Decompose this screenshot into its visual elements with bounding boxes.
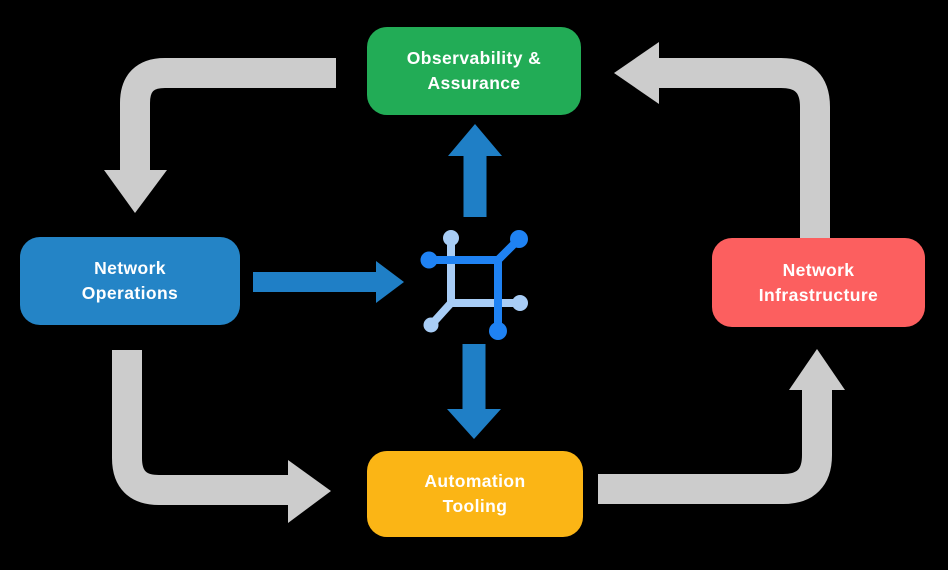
node-operations-line1: Network bbox=[94, 258, 166, 279]
node-network-infrastructure: Network Infrastructure bbox=[712, 238, 925, 327]
arrow-infrastructure-to-observability bbox=[614, 42, 830, 240]
network-mesh-icon bbox=[420, 230, 528, 340]
network-mesh-icon-light-branches bbox=[423, 230, 528, 333]
node-operations-line2: Operations bbox=[81, 283, 179, 303]
arrow-observability-to-operations bbox=[104, 58, 336, 213]
network-mesh-icon-dark-branches bbox=[420, 230, 528, 340]
node-automation-tooling: Automation Tooling bbox=[367, 451, 583, 537]
node-infrastructure-line1: Network bbox=[782, 259, 855, 280]
arrow-operations-to-hub bbox=[253, 261, 404, 303]
arrow-hub-to-observability bbox=[448, 124, 502, 217]
node-network-operations: Network Operations bbox=[20, 237, 240, 325]
node-automation-line2: Tooling bbox=[442, 496, 508, 516]
arrow-operations-to-automation bbox=[112, 350, 331, 523]
node-automation-line1: Automation bbox=[424, 471, 526, 492]
node-observability-line1: Observability & bbox=[406, 48, 542, 69]
node-infrastructure-line2: Infrastructure bbox=[758, 284, 879, 305]
arrow-hub-to-automation bbox=[447, 344, 501, 439]
arrow-automation-to-infrastructure bbox=[598, 349, 845, 504]
node-observability-line2: Assurance bbox=[427, 73, 521, 93]
node-observability-assurance: Observability & Assurance bbox=[367, 27, 581, 115]
